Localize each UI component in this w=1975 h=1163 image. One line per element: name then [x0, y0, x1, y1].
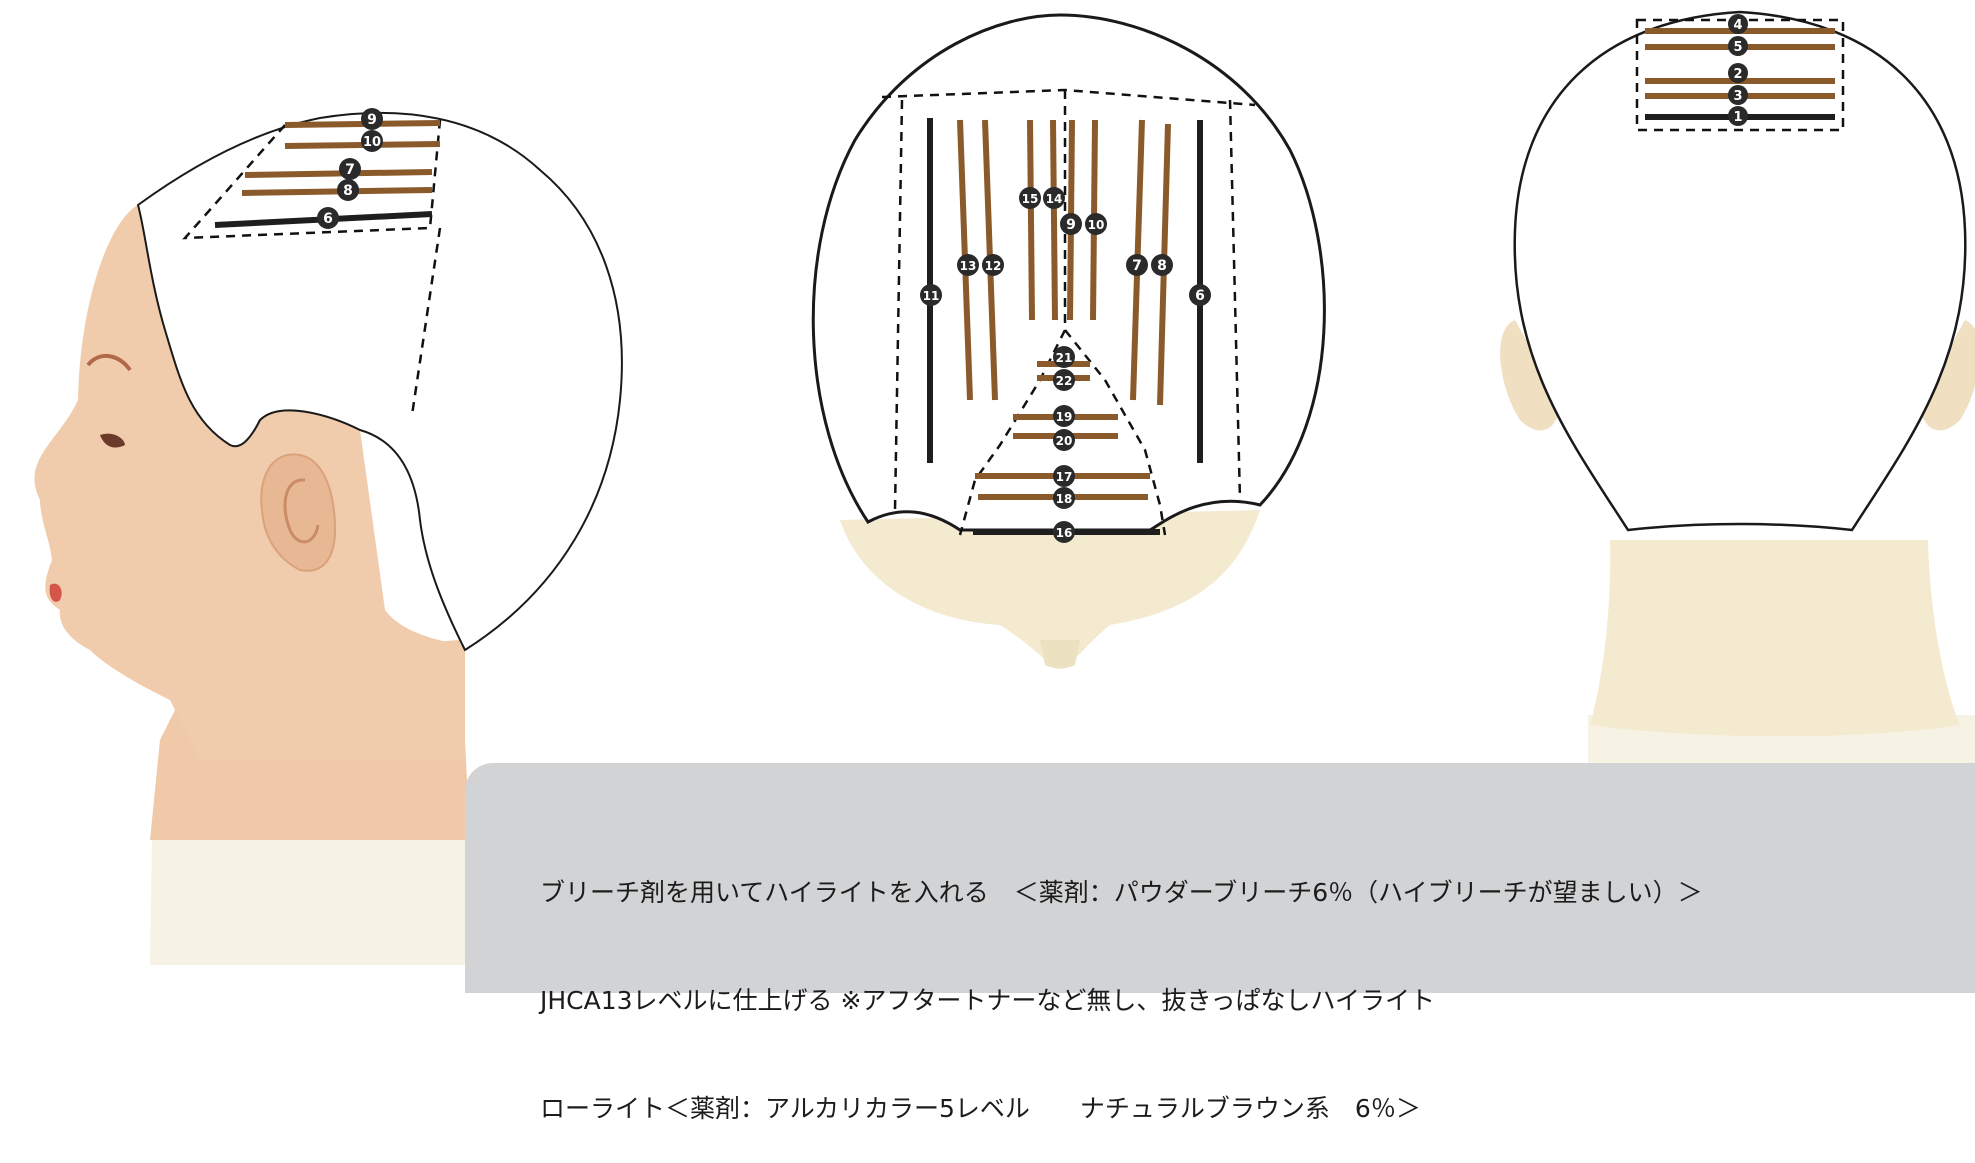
side-view: 9 10 7 8 6 — [34, 108, 623, 965]
svg-text:2: 2 — [1733, 67, 1742, 82]
instruction-text: ブリーチ剤を用いてハイライトを入れる ＜薬剤：パウダーブリーチ6％（ハイブリーチ… — [540, 803, 1703, 1163]
instruction-line-lowlight: ローライト＜薬剤：アルカリカラー5レベル ナチュラルブラウン系 6％＞ — [540, 1094, 1421, 1123]
top-badge-10: 10 — [1085, 213, 1107, 235]
svg-text:13: 13 — [960, 259, 977, 273]
top-badge-14: 14 — [1043, 187, 1065, 209]
top-view: 15 14 9 10 13 12 11 7 8 6 21 22 19 20 17… — [811, 13, 1326, 669]
svg-text:3: 3 — [1733, 89, 1742, 104]
top-strand-14 — [1050, 119, 1058, 321]
svg-text:16: 16 — [1056, 526, 1073, 540]
svg-text:18: 18 — [1056, 492, 1073, 506]
top-badge-12: 12 — [982, 254, 1004, 276]
top-badge-22: 22 — [1053, 369, 1075, 391]
back-neck — [1590, 540, 1960, 737]
svg-text:9: 9 — [1066, 217, 1076, 233]
svg-text:15: 15 — [1022, 192, 1039, 206]
side-eye — [100, 433, 125, 448]
svg-text:21: 21 — [1056, 351, 1073, 365]
side-section-dashes — [182, 119, 442, 416]
top-badge-18: 18 — [1053, 487, 1075, 509]
back-badge-4: 4 — [1728, 14, 1748, 34]
top-badge-20: 20 — [1053, 429, 1075, 451]
side-badge-8: 8 — [337, 179, 359, 201]
side-face-skin — [34, 205, 466, 760]
top-badge-6: 6 — [1189, 284, 1211, 306]
svg-text:22: 22 — [1056, 374, 1073, 388]
back-ear-right — [1920, 320, 1975, 431]
top-section-dashes — [881, 88, 1256, 536]
instruction-line-bleach: ブリーチ剤を用いてハイライトを入れる ＜薬剤：パウダーブリーチ6％（ハイブリーチ… — [540, 878, 1703, 907]
svg-text:7: 7 — [1132, 258, 1142, 274]
svg-text:6: 6 — [1195, 288, 1205, 304]
top-mannequin-stem — [1040, 640, 1080, 669]
top-badge-8: 8 — [1151, 254, 1173, 276]
side-badge-10: 10 — [361, 130, 383, 152]
side-badge-6: 6 — [317, 207, 339, 229]
top-strand-15 — [1027, 119, 1035, 321]
back-badge-3: 3 — [1728, 85, 1748, 105]
svg-text:14: 14 — [1046, 192, 1063, 206]
svg-text:8: 8 — [1157, 258, 1167, 274]
top-badge-13: 13 — [957, 254, 979, 276]
side-base-band — [150, 835, 470, 965]
svg-text:9: 9 — [367, 112, 377, 128]
top-badge-11: 11 — [920, 284, 942, 306]
svg-text:7: 7 — [345, 162, 355, 178]
back-badge-2: 2 — [1728, 63, 1748, 83]
side-lips — [49, 583, 62, 602]
svg-text:8: 8 — [343, 183, 353, 199]
side-badge-7: 7 — [339, 158, 361, 180]
svg-text:12: 12 — [985, 259, 1002, 273]
side-strand-7 — [244, 169, 433, 178]
svg-text:5: 5 — [1733, 40, 1742, 55]
svg-text:20: 20 — [1056, 434, 1073, 448]
side-strand-8 — [241, 187, 433, 196]
back-cap — [1513, 10, 1967, 532]
svg-text:17: 17 — [1056, 470, 1073, 484]
top-badge-17: 17 — [1053, 465, 1075, 487]
svg-text:19: 19 — [1056, 410, 1073, 424]
instruction-panel — [465, 763, 1975, 993]
side-ear — [260, 453, 337, 572]
top-badge-16: 16 — [1053, 521, 1075, 543]
top-badge-21: 21 — [1053, 346, 1075, 368]
side-ear-inner — [283, 478, 320, 544]
svg-text:4: 4 — [1733, 18, 1742, 33]
back-view: 4 5 2 3 1 — [1500, 10, 1975, 765]
svg-text:11: 11 — [923, 289, 940, 303]
back-ear-left — [1500, 320, 1560, 431]
svg-text:10: 10 — [1088, 218, 1105, 232]
instruction-line-level: JHCA13レベルに仕上げる ※アフタートナーなど無し、抜きっぱなしハイライト — [540, 986, 1435, 1015]
svg-text:1: 1 — [1733, 110, 1742, 125]
side-badge-9: 9 — [361, 108, 383, 130]
side-eyebrow — [86, 354, 132, 372]
back-badge-1: 1 — [1728, 106, 1748, 126]
svg-text:6: 6 — [323, 211, 333, 227]
side-cap — [136, 111, 623, 652]
svg-text:10: 10 — [363, 135, 381, 150]
top-badge-15: 15 — [1019, 187, 1041, 209]
back-badge-5: 5 — [1728, 36, 1748, 56]
hair-color-diagram: 9 10 7 8 6 15 14 9 10 13 — [34, 10, 1975, 965]
top-badge-7: 7 — [1126, 254, 1148, 276]
top-badge-9: 9 — [1060, 213, 1082, 235]
top-badge-19: 19 — [1053, 405, 1075, 427]
top-mannequin-base — [840, 510, 1260, 666]
